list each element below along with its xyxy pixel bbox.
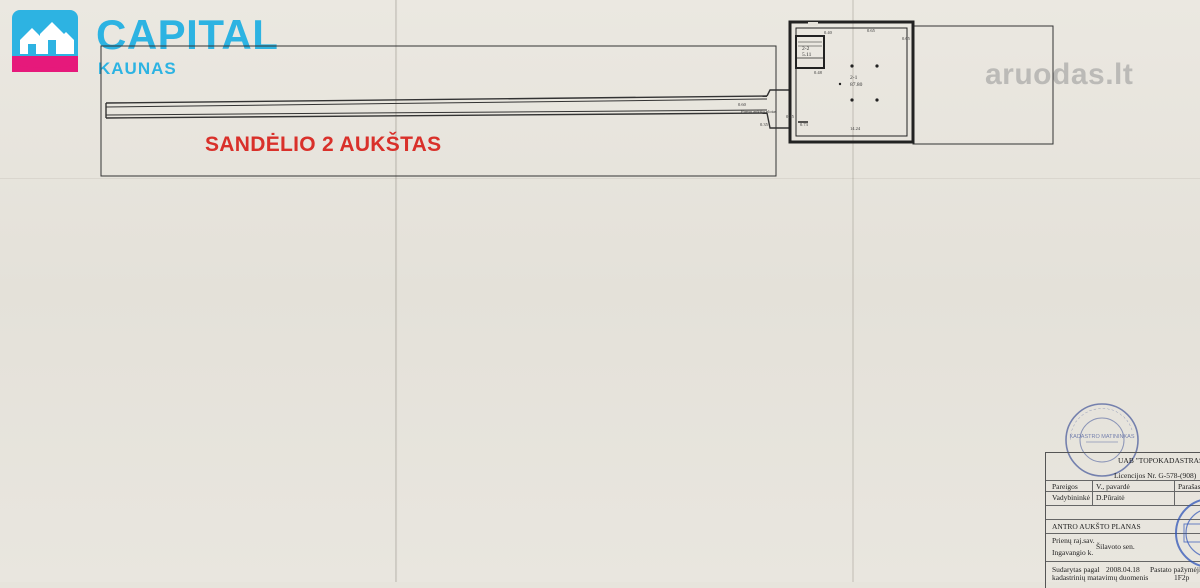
tb-compiled-date: 2008.04.18 xyxy=(1106,565,1140,574)
tb-village: Ingavangio k. xyxy=(1052,548,1094,557)
svg-text:0.40: 0.40 xyxy=(824,30,833,35)
svg-text:Pirmo aukšto plotas: Pirmo aukšto plotas xyxy=(741,109,777,114)
svg-text:0.65: 0.65 xyxy=(867,28,876,33)
svg-text:0.65: 0.65 xyxy=(902,36,911,41)
tb-compiled-source: kadastrinių matavimų duomenis xyxy=(1052,573,1149,582)
paper-fold xyxy=(395,0,397,582)
tb-license: Licencijos Nr. G-578-(908) xyxy=(1114,471,1197,480)
room-2-2 xyxy=(795,35,825,69)
stamp-text: KADASTRO MATININKAS xyxy=(1070,434,1135,440)
room-2-2-area: 5.11 xyxy=(802,52,812,58)
tb-district: Prienų raj.sav. xyxy=(1052,536,1095,545)
svg-text:0.60: 0.60 xyxy=(738,102,747,107)
tb-plan-title: ANTRO AUKŠTO PLANAS xyxy=(1052,522,1141,531)
tb-building-code: 1F2p xyxy=(1174,573,1190,582)
tb-company: UAB "TOPOKADASTRAS" xyxy=(1118,456,1200,465)
svg-text:0.73: 0.73 xyxy=(800,122,809,127)
svg-text:0.35: 0.35 xyxy=(760,122,769,127)
paper-fold xyxy=(0,178,1200,179)
house-logo-icon xyxy=(12,10,78,72)
capital-kaunas-logo: CAPITAL KAUNAS xyxy=(12,10,282,78)
tb-col-name: V., pavardė xyxy=(1096,482,1130,491)
svg-text:0.48: 0.48 xyxy=(814,70,823,75)
logo-city: KAUNAS xyxy=(98,59,177,78)
cadastre-stamp: ~ ~ ~ ~ ~ ~ ~ ~ ~ ~ ~ ~ ~ ~ ~ ~ ~ ~ ~ ~ … xyxy=(1065,403,1139,477)
title-block: UAB "TOPOKADASTRAS" Licencijos Nr. G-578… xyxy=(1045,452,1200,588)
tb-compiled-label: Sudarytas pagal xyxy=(1052,565,1100,574)
svg-text:14.24: 14.24 xyxy=(850,126,861,131)
logo-name: CAPITAL xyxy=(96,11,279,58)
floor-caption: SANDĖLIO 2 AUKŠTAS xyxy=(205,133,442,156)
room-2-1-area: 87.80 xyxy=(850,82,863,88)
tb-role: Vadybininkė xyxy=(1052,493,1090,502)
building-outline xyxy=(788,20,915,144)
right-area-outline xyxy=(912,25,1054,145)
room-2-1-id: 2-1 xyxy=(850,75,858,81)
warehouse-footprint xyxy=(100,45,777,177)
svg-text:0.25: 0.25 xyxy=(786,114,795,119)
room-2-2-id: 2-2 xyxy=(802,46,810,52)
tb-building-label: Pastato pažymėjimas plane: xyxy=(1150,565,1200,574)
tb-col-position: Pareigos xyxy=(1052,482,1078,491)
partial-seal xyxy=(1175,499,1200,567)
tb-person: D.Pūraitė xyxy=(1096,493,1125,502)
aruodas-watermark: aruodas.lt xyxy=(985,58,1134,91)
tb-col-sign: Parašas xyxy=(1178,482,1200,491)
tb-eldership: Šilavoto sen. xyxy=(1096,542,1135,551)
paper-fold xyxy=(852,0,854,582)
